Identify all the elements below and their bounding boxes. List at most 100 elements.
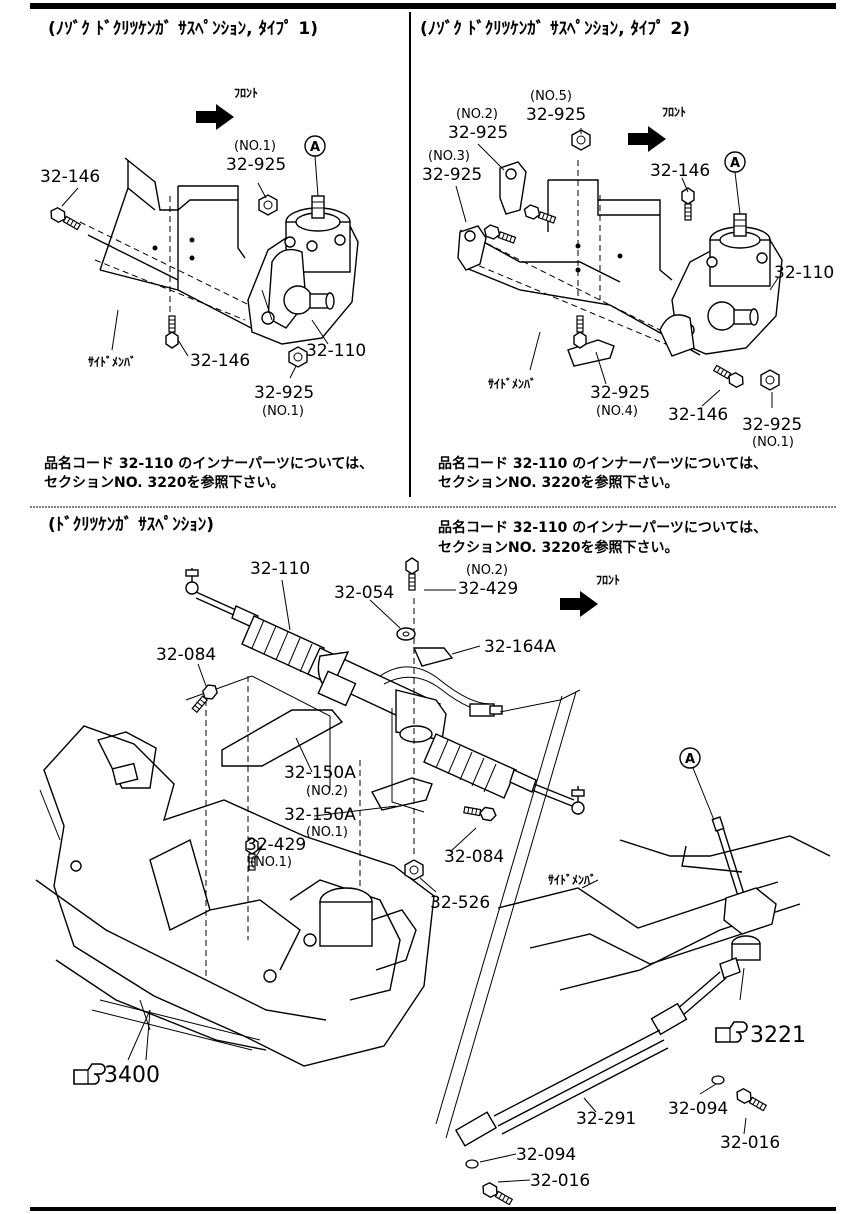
part-number-label: 32-084 [444, 847, 504, 867]
bolt-icon [462, 803, 498, 822]
section-reference-label: 3221 [750, 1023, 806, 1048]
panel-title: (ﾉｿﾞｸ ﾄﾞｸﾘﾂｹﾝｶﾞ ｻｽﾍﾟﾝｼｮﾝ, ﾀｲﾌﾟ 1) [48, 18, 318, 39]
part-number-label: 32-016 [720, 1133, 780, 1153]
front-arrow-icon [628, 126, 666, 152]
bolt-icon [479, 1180, 515, 1208]
part-sub-label: (NO.4) [596, 404, 638, 419]
part-number-label: 32-150A [284, 763, 356, 783]
svg-text:A: A [685, 752, 695, 767]
part-number-label: 32-150A [284, 805, 356, 825]
panel-bottom: (ﾄﾞｸﾘﾂｹﾝｶﾞ ｻｽﾍﾟﾝｼｮﾝ) 品名コード 32-110 のインナーパ… [35, 514, 831, 1208]
part-number-label: 32-084 [156, 645, 216, 665]
steering-column-illustration [435, 691, 777, 1147]
inner-parts-note: セクションNO. 3220を参照下さい。 [438, 474, 678, 491]
part-sub-label: (NO.1) [234, 139, 276, 154]
part-number-label: 32-054 [334, 583, 394, 603]
panel-type1: (ﾉｿﾞｸ ﾄﾞｸﾘﾂｹﾝｶﾞ ｻｽﾍﾟﾝｼｮﾝ, ﾀｲﾌﾟ 1) ﾌﾛﾝﾄ [40, 18, 373, 491]
part-sub-label: (NO.1) [262, 404, 304, 419]
part-sub-label: (NO.1) [306, 825, 348, 840]
nut-icon [760, 369, 780, 391]
panel-title: (ﾉｿﾞｸ ﾄﾞｸﾘﾂｹﾝｶﾞ ｻｽﾍﾟﾝｼｮﾝ, ﾀｲﾌﾟ 2) [420, 18, 690, 39]
panel-title: (ﾄﾞｸﾘﾂｹﾝｶﾞ ｻｽﾍﾟﾝｼｮﾝ) [48, 514, 214, 535]
part-number-label: 32-925 [526, 105, 586, 125]
part-number-label: 32-925 [226, 155, 286, 175]
steering-rack-illustration [185, 568, 585, 815]
part-sub-label: (NO.5) [530, 89, 572, 104]
part-number-label: 32-016 [530, 1171, 590, 1191]
part-number-label: 32-429 [246, 835, 306, 855]
part-number-label: 32-110 [250, 559, 310, 579]
front-label: ﾌﾛﾝﾄ [596, 573, 620, 587]
part-number-label: 32-429 [458, 579, 518, 599]
part-number-label: 32-925 [254, 383, 314, 403]
marker-a-icon: A [724, 151, 746, 215]
steering-gearbox-illustration [659, 213, 783, 357]
bolt-icon [521, 202, 558, 227]
front-arrow-icon [560, 591, 598, 617]
inner-parts-note: 品名コード 32-110 のインナーパーツについては、 [438, 455, 767, 472]
bolt-icon [681, 187, 695, 221]
part-number-label: 32-526 [430, 893, 490, 913]
pointing-hand-icon [73, 1063, 106, 1085]
part-sub-label: (NO.1) [752, 435, 794, 450]
marker-a-icon: A [679, 747, 715, 821]
part-number-label: 32-164A [484, 637, 556, 657]
part-number-label: 32-094 [516, 1145, 576, 1165]
part-number-label: 32-146 [40, 167, 100, 187]
inner-parts-note: 品名コード 32-110 のインナーパーツについては、 [44, 455, 373, 472]
bolt-icon [481, 222, 518, 247]
part-sub-label: (NO.3) [428, 149, 470, 164]
part-number-label: 32-094 [668, 1099, 728, 1119]
inner-parts-note: 品名コード 32-110 のインナーパーツについては、 [438, 519, 767, 536]
part-number-label: 32-146 [190, 351, 250, 371]
washer-icon [465, 1075, 725, 1169]
part-number-label: 32-146 [650, 161, 710, 181]
part-number-label: 32-110 [774, 263, 834, 283]
bolt-icon [405, 557, 419, 591]
part-sub-label: (NO.1) [250, 855, 292, 870]
front-arrow-icon [196, 104, 234, 130]
section-reference-label: 3400 [104, 1063, 160, 1088]
nut-icon [404, 859, 424, 881]
part-number-label: 32-925 [448, 123, 508, 143]
part-number-label: 32-925 [590, 383, 650, 403]
side-member-label: ｻｲﾄﾞﾒﾝﾊﾞ [548, 872, 596, 887]
panel-type2: (ﾉｿﾞｸ ﾄﾞｸﾘﾂｹﾝｶﾞ ｻｽﾍﾟﾝｼｮﾝ, ﾀｲﾌﾟ 2) ﾌﾛﾝﾄ [420, 18, 834, 491]
side-member-label: ｻｲﾄﾞﾒﾝﾊﾞ [88, 354, 136, 369]
inner-parts-note: セクションNO. 3220を参照下さい。 [438, 539, 678, 556]
front-label: ﾌﾛﾝﾄ [662, 105, 686, 119]
washer-icon [396, 627, 416, 641]
pointing-hand-icon [715, 1021, 748, 1043]
part-number-label: 32-110 [306, 341, 366, 361]
bolt-icon [733, 1086, 769, 1114]
part-sub-label: (NO.2) [456, 107, 498, 122]
nut-icon [288, 346, 308, 368]
plate-164a [412, 647, 454, 667]
part-sub-label: (NO.2) [466, 563, 508, 578]
front-label: ﾌﾛﾝﾄ [234, 86, 258, 100]
bolt-icon [573, 315, 587, 349]
marker-a-icon: A [304, 135, 326, 197]
part-number-label: 32-925 [422, 165, 482, 185]
sheet-frame [30, 3, 836, 1211]
nut-icon [258, 194, 278, 216]
bracket-no2 [221, 709, 344, 767]
part-sub-label: (NO.2) [306, 784, 348, 799]
side-member-illustration [497, 835, 831, 991]
bolt-icon [47, 205, 83, 233]
bracket-no1 [370, 777, 433, 811]
svg-text:A: A [310, 140, 320, 155]
part-number-label: 32-925 [742, 415, 802, 435]
side-member-label: ｻｲﾄﾞﾒﾝﾊﾞ [488, 376, 536, 391]
bolt-icon [189, 681, 221, 715]
subframe-illustration [35, 725, 435, 1067]
part-number-label: 32-291 [576, 1109, 636, 1129]
steering-gearbox-illustration [247, 195, 359, 345]
part-number-label: 32-146 [668, 405, 728, 425]
inner-parts-note: セクションNO. 3220を参照下さい。 [44, 474, 284, 491]
bolt-icon [711, 362, 747, 390]
side-member-illustration [459, 160, 701, 371]
bolt-icon [165, 315, 179, 349]
svg-text:A: A [730, 156, 740, 171]
